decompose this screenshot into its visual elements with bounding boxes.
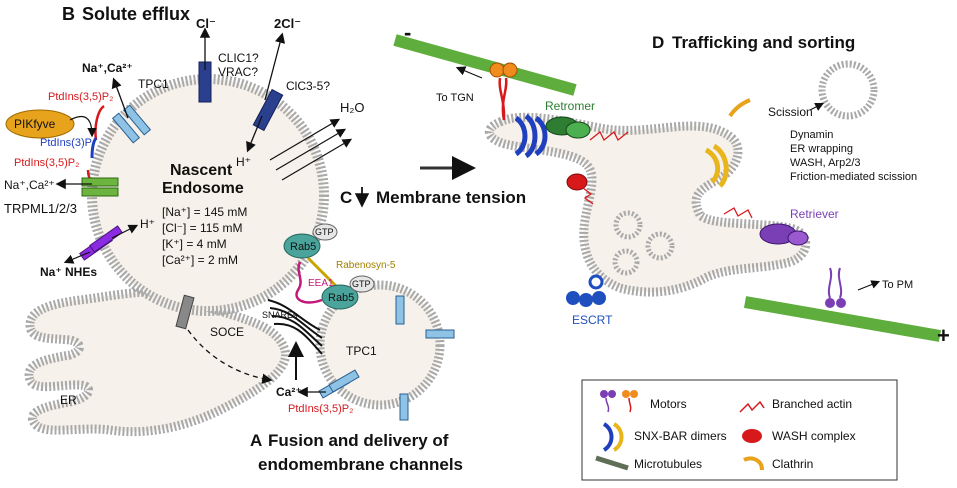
legend-branched-actin: Branched actin	[739, 397, 852, 413]
minus-end-label: -	[404, 20, 411, 45]
nhe-exchanger	[79, 225, 123, 261]
panel-a-title-1: Fusion and delivery of	[268, 431, 449, 450]
soce-label: SOCE	[210, 325, 244, 339]
tpc1-label: TPC1	[138, 77, 169, 91]
escrt-label: ESCRT	[572, 313, 613, 327]
ca2-label: Ca²⁺	[276, 385, 302, 399]
eea1-label: EEA1	[308, 278, 334, 289]
snx-bar-coat-top	[514, 113, 548, 159]
to-pm-label: To PM	[882, 279, 913, 291]
legend-wash: WASH complex	[742, 429, 856, 443]
water-efflux-arrows	[269, 118, 353, 181]
tpc1-channel	[111, 104, 152, 144]
ptdins3-label: PtdIns(3)P	[40, 137, 92, 149]
two-cl-label: 2Cl⁻	[274, 16, 301, 31]
concentration-list: [Na⁺] = 145 mM [Cl⁻] = 115 mM [K⁺] = 4 m…	[162, 205, 247, 267]
legend-snx-bar-label: SNX-BAR dimers	[634, 429, 727, 443]
snares	[267, 299, 323, 355]
pikfyve-label: PIKfyve	[14, 117, 56, 131]
panel-d-letter: D	[652, 33, 664, 52]
panel-b-title: Solute efflux	[82, 4, 190, 24]
panel-b-letter: B	[62, 4, 75, 24]
vrac-label: VRAC?	[218, 65, 258, 79]
legend-clathrin-label: Clathrin	[772, 457, 813, 471]
legend-clathrin: Clathrin	[743, 456, 813, 471]
conc-cl: [Cl⁻] = 115 mM	[162, 221, 242, 235]
endosome-title-1: Nascent	[170, 162, 233, 179]
scission-factor-2: WASH, Arp2/3	[790, 157, 861, 169]
microtubule-bottom	[743, 296, 942, 342]
panel-c-title: Membrane tension	[376, 188, 526, 207]
rab5-bottom	[321, 284, 359, 310]
rab5-top-label: Rab5	[290, 241, 316, 253]
legend-snx-bar: SNX-BAR dimers	[602, 422, 727, 452]
retriever-label: Retriever	[790, 207, 839, 221]
panel-d-title: Trafficking and sorting	[672, 33, 855, 52]
legend-microtubules: Microtubules	[595, 455, 702, 471]
to-tgn-label: To TGN	[436, 92, 474, 104]
motor-orange	[489, 62, 518, 121]
legend-microtubules-label: Microtubules	[634, 457, 702, 471]
panel-a-letter: A	[250, 431, 262, 450]
escrt-complex	[566, 291, 606, 307]
conc-na: [Na⁺] = 145 mM	[162, 205, 247, 219]
rab5-bottom-label: Rab5	[328, 292, 354, 304]
conc-ca: [Ca²⁺] = 2 mM	[162, 253, 238, 267]
gtp-bottom-label: GTP	[352, 279, 371, 289]
legend-motors-label: Motors	[650, 397, 687, 411]
legend-branched-actin-label: Branched actin	[772, 397, 852, 411]
h-plus-label: H⁺	[236, 155, 251, 169]
endosome-title-2: Endosome	[162, 180, 244, 197]
tpc1-vesicle-label: TPC1	[346, 344, 377, 358]
rabenosyn-label: Rabenosyn-5	[336, 260, 396, 271]
budded-vesicle	[818, 60, 878, 120]
panel-a-title-2: endomembrane channels	[258, 455, 463, 474]
motor-purple	[827, 267, 843, 299]
wash-complex-top	[566, 173, 588, 191]
microtubule-top	[393, 34, 577, 96]
er-label: ER	[60, 393, 77, 407]
snares-label: SNAREs	[262, 310, 298, 320]
legend-motors: Motors	[600, 390, 687, 413]
na-ca-left-label: Na⁺,Ca²⁺	[4, 178, 55, 192]
clathrin-coat	[704, 143, 729, 188]
tpc1-vesicle-channel	[318, 369, 360, 399]
ptdins35-mid-label: PtdIns(3,5)P₂	[14, 157, 79, 169]
eea1-tether	[295, 261, 323, 304]
retromer-label: Retromer	[545, 99, 595, 113]
na-ca-top-label: Na⁺,Ca²⁺	[82, 61, 133, 75]
panel-c-letter: C	[340, 188, 352, 207]
ptdins35-bottom-label: PtdIns(3,5)P₂	[288, 403, 353, 415]
gtp-top-label: GTP	[315, 227, 334, 237]
rab5-top	[283, 233, 321, 259]
scission-factor-3: Friction-mediated scission	[790, 171, 917, 183]
plus-end-label: +	[937, 323, 950, 348]
scission-label: Scission	[768, 105, 813, 119]
scission-factor-1: ER wrapping	[790, 143, 853, 155]
clic-label: CLIC1?	[218, 51, 259, 65]
ptdins35-top-label: PtdIns(3,5)P₂	[48, 91, 113, 103]
conc-k: [K⁺] = 4 mM	[162, 237, 227, 251]
er-membrane	[24, 287, 290, 437]
cl-label: Cl⁻	[196, 16, 216, 31]
trpml-channel	[81, 177, 119, 197]
h2o-label: H₂O	[340, 100, 365, 115]
trpml-label: TRPML1/2/3	[4, 201, 77, 216]
clc-label: ClC3-5?	[286, 79, 330, 93]
nhe-h-label: H⁺	[140, 217, 155, 231]
soce-channel	[175, 294, 195, 330]
na-nhes-label: Na⁺ NHEs	[40, 265, 97, 279]
scission-factor-0: Dynamin	[790, 129, 833, 141]
legend-wash-label: WASH complex	[772, 429, 856, 443]
pikfyve-enzyme	[5, 109, 75, 139]
scission-factors: Dynamin ER wrapping WASH, Arp2/3 Frictio…	[790, 129, 917, 183]
